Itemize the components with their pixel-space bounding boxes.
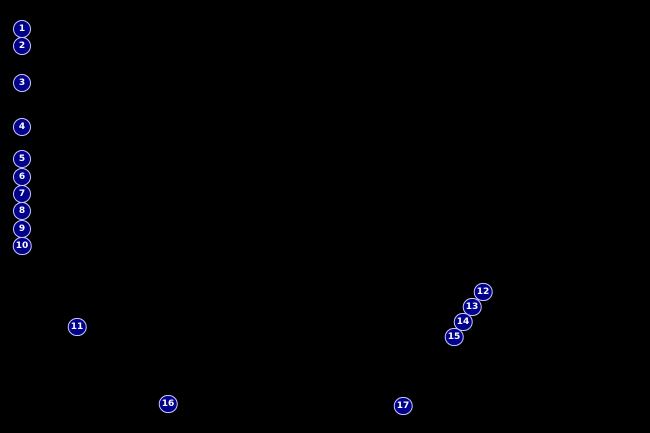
marker-badge-6[interactable]: 6 bbox=[13, 168, 31, 186]
marker-badge-12[interactable]: 12 bbox=[473, 283, 493, 301]
marker-badge-9[interactable]: 9 bbox=[13, 220, 31, 238]
marker-badge-2[interactable]: 2 bbox=[13, 37, 31, 55]
marker-badge-4[interactable]: 4 bbox=[13, 118, 31, 136]
marker-badge-10[interactable]: 10 bbox=[12, 237, 32, 255]
marker-badge-7[interactable]: 7 bbox=[13, 185, 31, 203]
marker-badge-8[interactable]: 8 bbox=[13, 202, 31, 220]
marker-badge-13[interactable]: 13 bbox=[462, 298, 482, 316]
marker-badge-14[interactable]: 14 bbox=[453, 313, 473, 331]
marker-badge-16[interactable]: 16 bbox=[158, 395, 178, 413]
marker-badge-15[interactable]: 15 bbox=[444, 328, 464, 346]
marker-badge-11[interactable]: 11 bbox=[67, 318, 87, 336]
marker-badge-1[interactable]: 1 bbox=[13, 20, 31, 38]
marker-badge-3[interactable]: 3 bbox=[13, 74, 31, 92]
marker-badge-5[interactable]: 5 bbox=[13, 150, 31, 168]
marker-badge-17[interactable]: 17 bbox=[393, 397, 413, 415]
